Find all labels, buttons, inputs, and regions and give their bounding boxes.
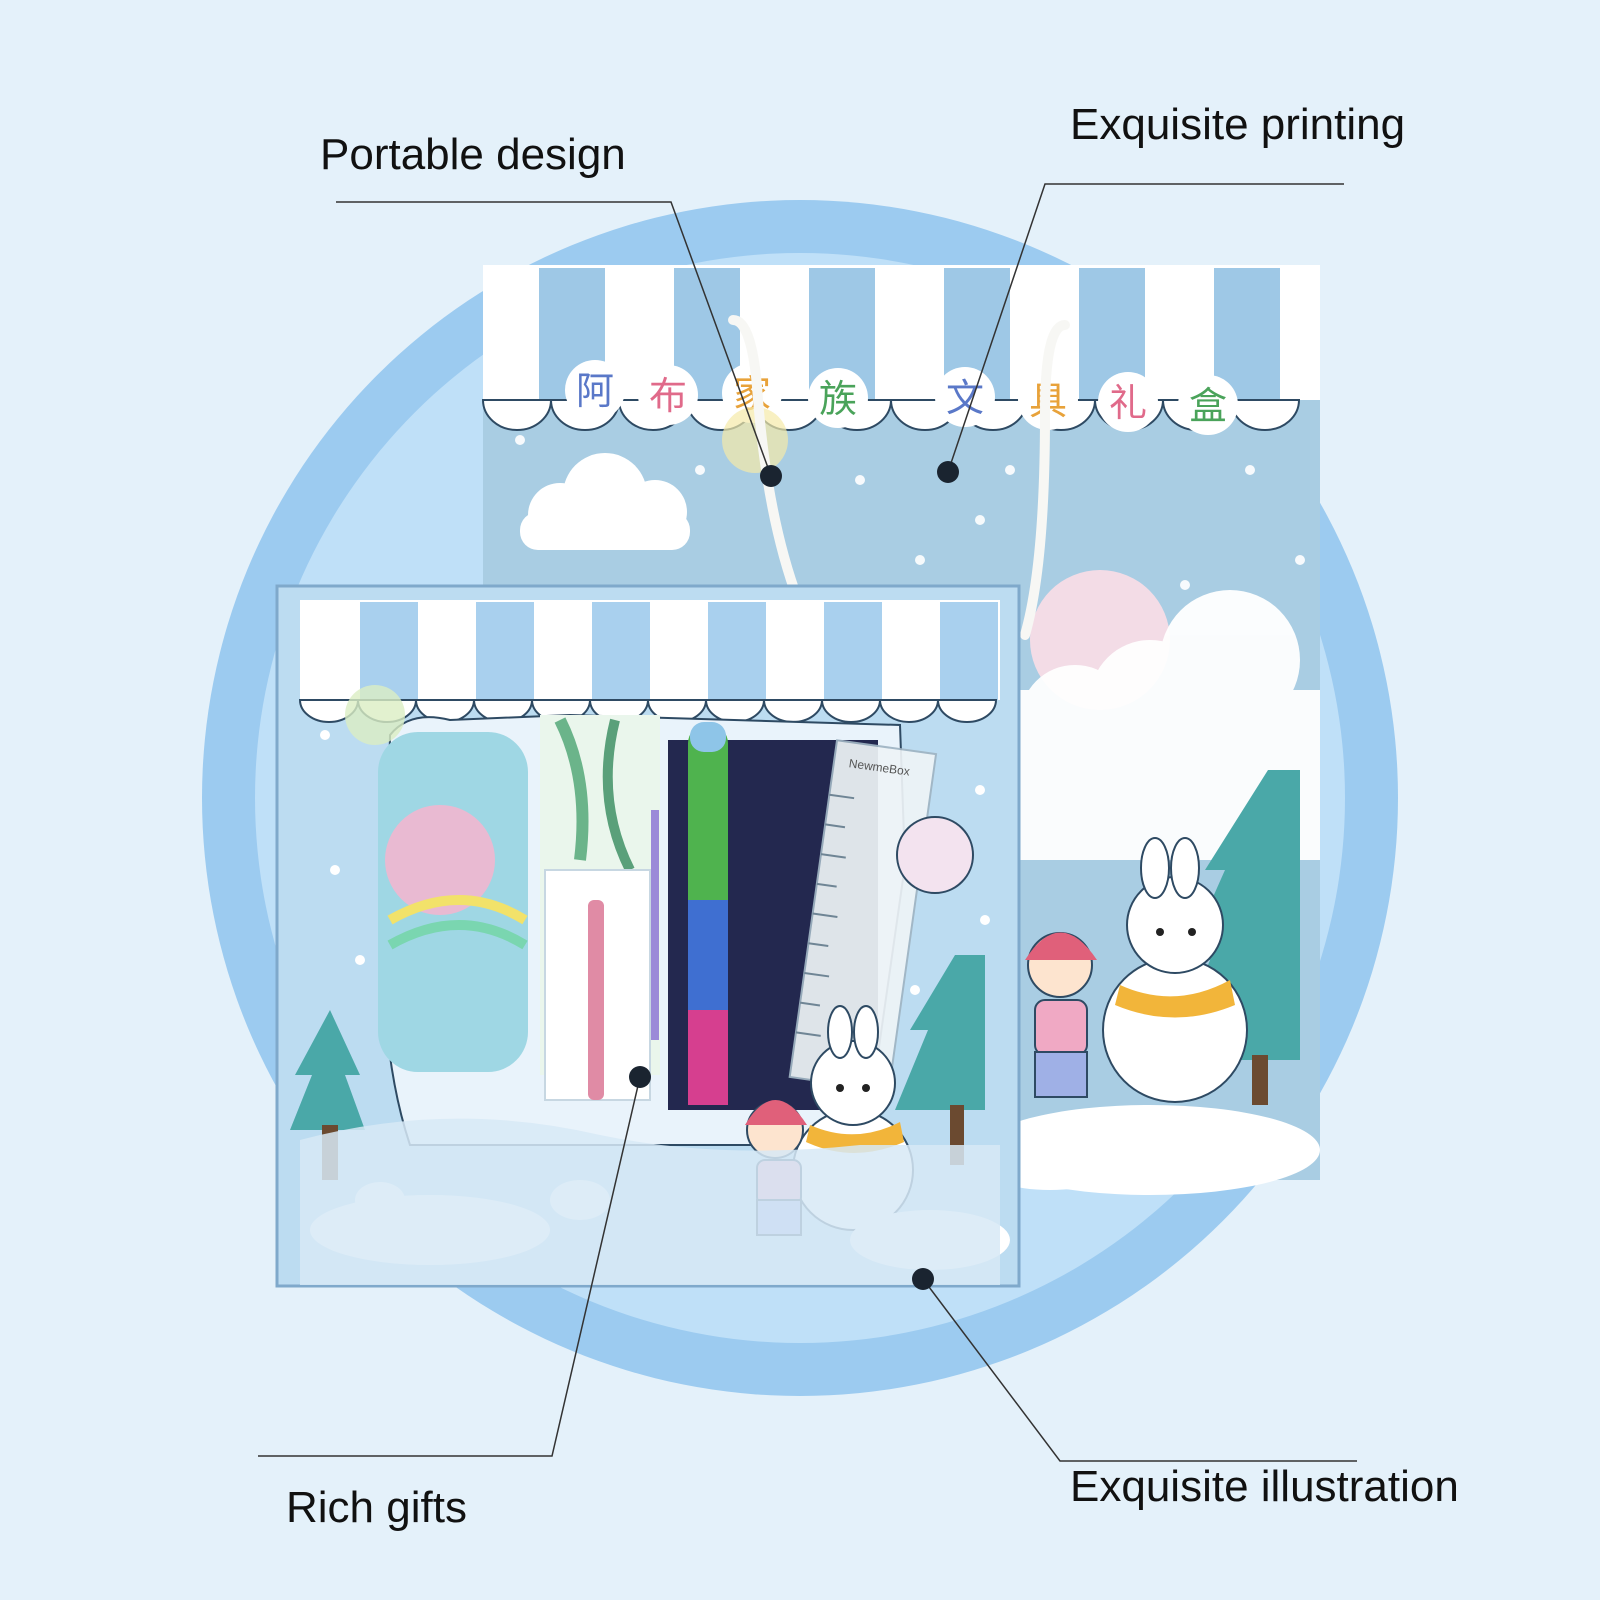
leader-illustration: [922, 1278, 1357, 1462]
bag-girl: [1025, 932, 1097, 1098]
marker-dot: [937, 461, 959, 483]
pen: [588, 900, 604, 1100]
marker-dot: [760, 465, 782, 487]
callout-portable-design: Portable design: [320, 130, 626, 179]
marker-dot: [629, 1066, 651, 1088]
bag-rope-handle-right: [1020, 320, 1070, 640]
bag-title-char: 族: [819, 377, 857, 421]
notebook-planet: [385, 805, 495, 915]
callout-exquisite-printing: Exquisite printing: [1070, 100, 1406, 149]
bag-moon: [722, 407, 788, 473]
box-snow-dots: [320, 730, 990, 995]
bag-ground-snow: [980, 1105, 1320, 1195]
leader-lines: [258, 183, 1357, 1462]
ruler: NewmeBox: [788, 739, 938, 1092]
bag-title-badges: 阿 布 家 族 文 具 礼 盒: [565, 360, 1238, 435]
bag-title-char: 阿: [576, 369, 614, 413]
bag-rope-handle-left: [728, 315, 803, 605]
bag-title-char: 布: [649, 374, 687, 418]
gift-box: NewmeBox: [275, 584, 1021, 1288]
callout-exquisite-illustration: Exquisite illustration: [1070, 1462, 1459, 1511]
box-green-planet: [345, 685, 405, 745]
leader-portable: [336, 201, 772, 477]
leader-printing: [947, 183, 1344, 473]
box-pink-planet: [896, 816, 974, 894]
bag-title-char: 盒: [1189, 384, 1227, 428]
marker-dot: [912, 1268, 934, 1290]
bag-cloud: [520, 453, 690, 550]
bag-snowman: [1102, 837, 1248, 1103]
leader-gifts: [258, 1076, 641, 1457]
callout-rich-gifts: Rich gifts: [286, 1483, 467, 1532]
bag-snow-dots: [515, 435, 1305, 590]
bag-title-char: 礼: [1109, 381, 1147, 425]
callout-markers: [629, 461, 959, 1290]
